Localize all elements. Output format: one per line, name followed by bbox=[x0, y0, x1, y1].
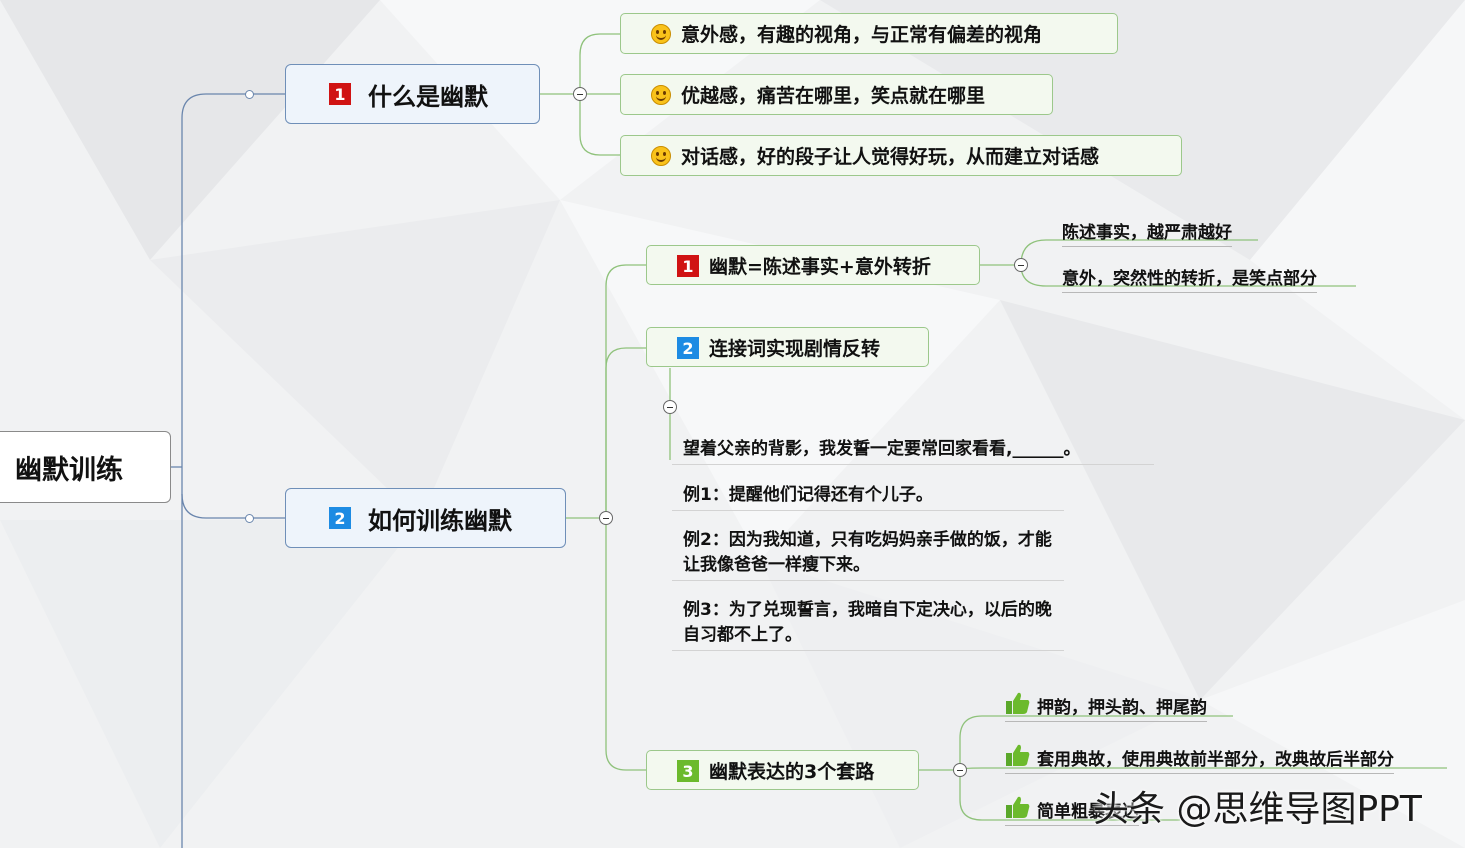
root-label: 幽默训练 bbox=[15, 454, 123, 486]
watermark: 头条 @思维导图PPT bbox=[1093, 789, 1422, 830]
example-2[interactable]: 例2：因为我知道，只有吃妈妈亲手做的饭，才能让我像爸爸一样瘦下来。 bbox=[672, 528, 1064, 581]
leaf-unexpectedness[interactable]: 意外感，有趣的视角，与正常有偏差的视角 bbox=[620, 13, 1118, 54]
leaf-allusion[interactable]: 套用典故，使用典故前半部分，改典故后半部分 bbox=[1005, 744, 1394, 774]
collapse-toggle-branch-2[interactable] bbox=[599, 511, 613, 525]
branch-joint-1 bbox=[245, 90, 254, 99]
leaf-state-facts[interactable]: 陈述事实，越严肃越好 bbox=[1062, 218, 1232, 247]
branch-label: 什么是幽默 bbox=[368, 82, 488, 111]
branch-what-is-humor[interactable]: 1 什么是幽默 bbox=[285, 64, 540, 124]
thumbs-up-icon bbox=[1006, 744, 1030, 766]
collapse-toggle-techniques[interactable] bbox=[953, 763, 967, 777]
example-prompt[interactable]: 望着父亲的背影，我发誓一定要常回家看看,______。 bbox=[672, 437, 1154, 465]
smiley-icon bbox=[651, 24, 671, 44]
sub-topic-formula[interactable]: 1 幽默=陈述事实+意外转折 bbox=[646, 245, 980, 285]
example-3[interactable]: 例3：为了兑现誓言，我暗自下定决心，以后的晚自习都不上了。 bbox=[672, 598, 1064, 651]
leaf-superiority[interactable]: 优越感，痛苦在哪里，笑点就在哪里 bbox=[620, 74, 1053, 115]
thumbs-up-icon bbox=[1006, 796, 1030, 818]
collapse-toggle-branch-1[interactable] bbox=[573, 87, 587, 101]
number-badge-2: 2 bbox=[677, 337, 699, 359]
sub-topic-label: 幽默表达的3个套路 bbox=[709, 760, 875, 783]
branch-label: 如何训练幽默 bbox=[368, 506, 512, 535]
leaf-text: 套用典故，使用典故前半部分，改典故后半部分 bbox=[1037, 750, 1394, 770]
smiley-icon bbox=[651, 146, 671, 166]
sub-topic-label: 连接词实现剧情反转 bbox=[709, 337, 881, 360]
collapse-toggle-formula[interactable] bbox=[1014, 258, 1028, 272]
collapse-toggle-conjunctions[interactable] bbox=[663, 400, 677, 414]
number-badge-2: 2 bbox=[329, 507, 351, 529]
branch-how-to-train[interactable]: 2 如何训练幽默 bbox=[285, 488, 566, 548]
leaf-text: 优越感，痛苦在哪里，笑点就在哪里 bbox=[681, 85, 986, 107]
number-badge-1: 1 bbox=[677, 255, 699, 277]
smiley-icon bbox=[651, 85, 671, 105]
example-1[interactable]: 例1：提醒他们记得还有个儿子。 bbox=[672, 483, 1064, 511]
leaf-text: 押韵，押头韵、押尾韵 bbox=[1037, 698, 1207, 718]
leaf-blunt[interactable]: 简单粗暴表达 bbox=[1005, 796, 1139, 826]
sub-topic-conjunctions[interactable]: 2 连接词实现剧情反转 bbox=[646, 327, 929, 367]
leaf-text: 意外感，有趣的视角，与正常有偏差的视角 bbox=[681, 24, 1043, 46]
leaf-text: 对话感，好的段子让人觉得好玩，从而建立对话感 bbox=[681, 146, 1100, 168]
number-badge-1: 1 bbox=[329, 83, 351, 105]
leaf-unexpected-twist[interactable]: 意外，突然性的转折，是笑点部分 bbox=[1062, 264, 1317, 293]
leaf-rhyme[interactable]: 押韵，押头韵、押尾韵 bbox=[1005, 692, 1207, 722]
sub-topic-three-techniques[interactable]: 3 幽默表达的3个套路 bbox=[646, 750, 919, 790]
leaf-dialogue[interactable]: 对话感，好的段子让人觉得好玩，从而建立对话感 bbox=[620, 135, 1182, 176]
thumbs-up-icon bbox=[1006, 692, 1030, 714]
sub-topic-label: 幽默=陈述事实+意外转折 bbox=[709, 255, 931, 278]
root-node[interactable]: 幽默训练 bbox=[0, 431, 171, 503]
leaf-text: 简单粗暴表达 bbox=[1037, 802, 1139, 822]
number-badge-3: 3 bbox=[677, 760, 699, 782]
branch-joint-2 bbox=[245, 514, 254, 523]
